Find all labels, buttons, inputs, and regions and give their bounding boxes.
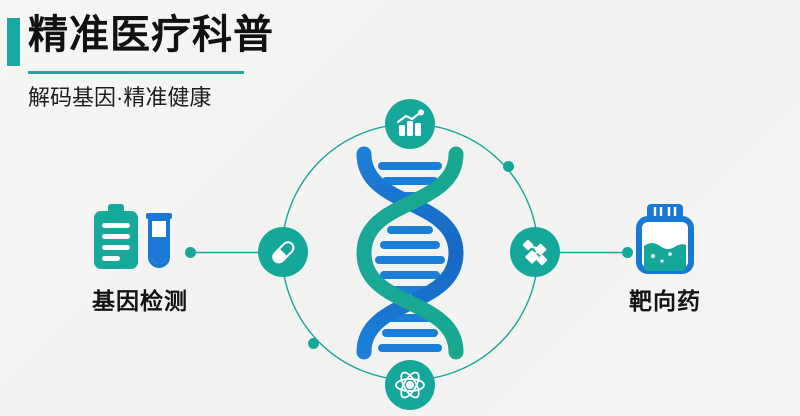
node-analytics[interactable] (385, 99, 435, 149)
side-item-label-targeted-drug: 靶向药 (629, 288, 701, 314)
clipboard-icon (94, 204, 138, 269)
page-subtitle: 解码基因·精准健康 (28, 85, 212, 110)
ring-dot-south-west (308, 338, 319, 349)
targeted-drug-artwork (580, 200, 750, 278)
test-tube-icon (146, 213, 172, 268)
header-block: 精准医疗科普 解码基因·精准健康 (0, 0, 420, 120)
molecule-network-icon (522, 239, 548, 266)
node-molecule[interactable] (510, 227, 560, 277)
atom-icon (395, 371, 425, 399)
clipboard-and-test-tube-icons (94, 204, 172, 269)
dna-strand-teal (356, 146, 464, 360)
connector-dot-right (622, 247, 633, 258)
title-accent-bar (7, 18, 20, 66)
side-item-gene-test[interactable]: 基因检测 (55, 200, 225, 316)
capsule-pill-icon (272, 241, 295, 264)
dna-strand-blue (356, 146, 464, 360)
medicine-bottle-icon (636, 204, 694, 274)
ring-dot-north-east (503, 161, 514, 172)
title-underline-rule (28, 71, 244, 74)
gene-test-artwork (55, 200, 225, 278)
page-title: 精准医疗科普 (28, 13, 274, 57)
side-item-targeted-drug[interactable]: 靶向药 (580, 200, 750, 316)
bar-chart-growth-icon (396, 109, 424, 136)
node-science[interactable] (385, 360, 435, 410)
dna-double-helix-graphic (356, 146, 464, 360)
node-medicine[interactable] (258, 227, 308, 277)
connector-dot-left (185, 247, 196, 258)
side-item-label-gene-test: 基因检测 (92, 288, 188, 314)
